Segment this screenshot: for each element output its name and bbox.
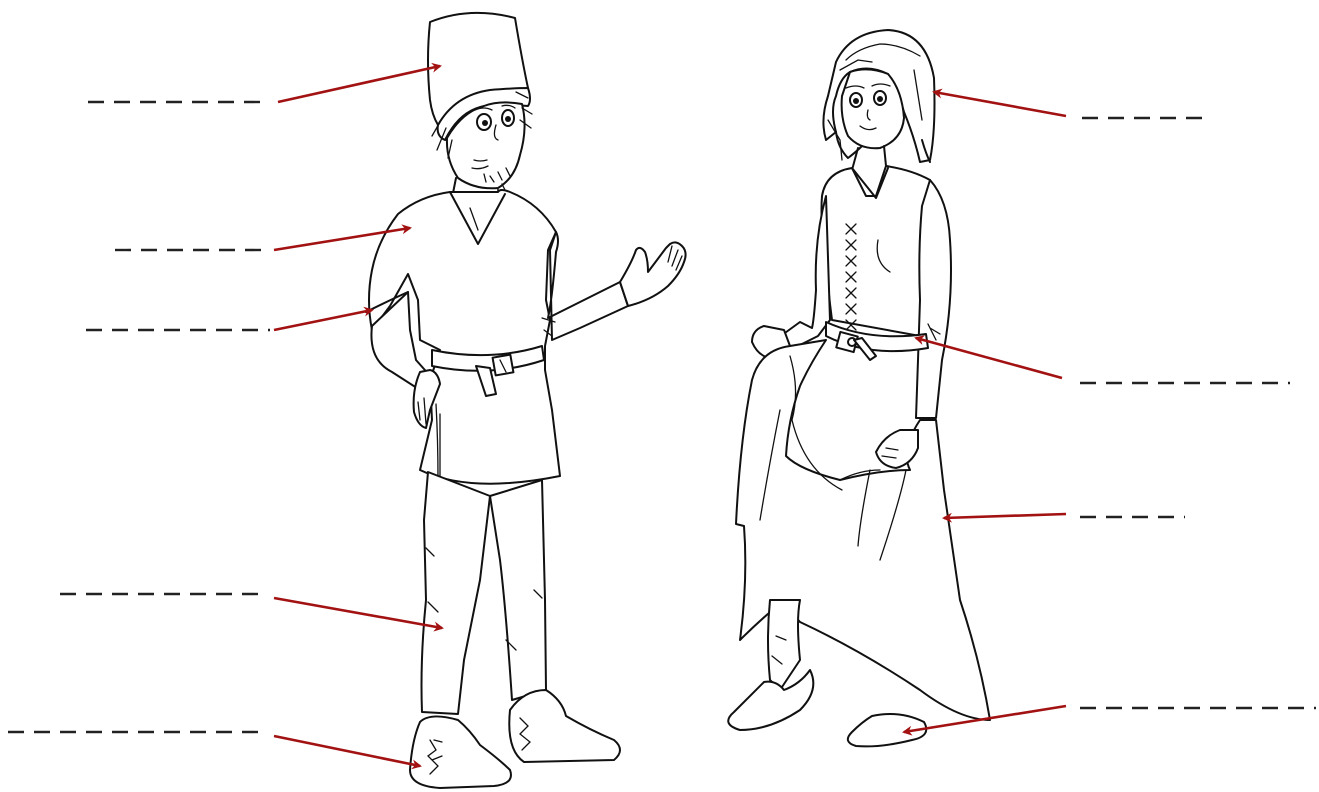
arrow-man-hat [278,66,440,102]
arrow-woman-skirt [944,514,1066,518]
arrow-woman-headscarf [934,92,1066,116]
man-figure [366,13,686,788]
arrow-man-sleeve [274,310,372,330]
woman-figure [728,30,990,746]
arrow-man-hose [274,598,442,628]
arrow-man-shoes [274,736,420,766]
